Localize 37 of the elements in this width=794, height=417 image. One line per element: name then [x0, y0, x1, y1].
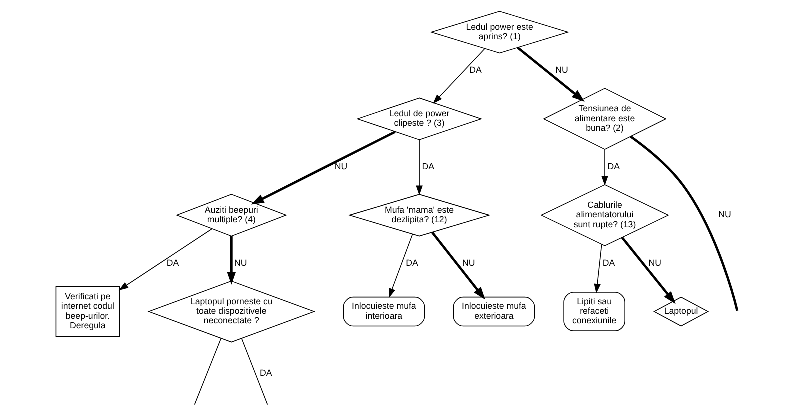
arrow	[431, 232, 486, 300]
arrow	[251, 131, 396, 205]
arrow	[517, 46, 585, 102]
edge-label: DA	[166, 258, 180, 268]
arrow	[416, 140, 423, 196]
node-diamond: Ledul power este aprins? (1)	[430, 11, 570, 54]
arrow	[118, 228, 213, 291]
arrow	[388, 234, 414, 298]
arrow	[594, 244, 602, 294]
edge-label: DA	[260, 368, 272, 378]
edge-label: DA	[608, 162, 620, 172]
node-box: Verificati pe internet codul beep-urilor. Deregula	[56, 286, 120, 338]
connector	[630, 136, 739, 312]
node-box: Lipiti sau refaceti conexiunile	[564, 292, 626, 332]
edge-label: DA	[406, 258, 418, 268]
node-box: Inlocuieste mufa exterioara	[453, 296, 536, 327]
arrow	[227, 236, 236, 285]
edge-label: NU	[556, 65, 568, 76]
edge-label: NU	[462, 258, 476, 268]
edge-label: DA	[422, 162, 435, 172]
edge-label: DA	[602, 258, 616, 268]
node-diamond: Laptopul	[654, 296, 710, 327]
node-diamond: Ledul de power clipeste ? (3)	[356, 98, 483, 140]
node-diamond: Laptopul porneste cu toate dispozitivele neconectate ?	[148, 280, 316, 343]
connector	[194, 338, 222, 406]
arrow	[602, 149, 608, 186]
arrow	[433, 48, 486, 104]
node-diamond: Mufa 'mama' este dezlipita? (12)	[348, 194, 491, 237]
node-box: Inlocuieste mufa interioara	[343, 296, 426, 327]
edge-label: NU	[234, 258, 248, 268]
connector	[241, 338, 268, 406]
edge-label: NU	[718, 210, 732, 220]
edge-label: NU	[334, 162, 348, 172]
node-diamond: Cablurile alimentatorului sunt rupte? (13)	[540, 184, 670, 246]
edge-label: DA	[470, 65, 482, 76]
edge-label: NU	[648, 258, 662, 268]
arrow	[621, 236, 676, 304]
